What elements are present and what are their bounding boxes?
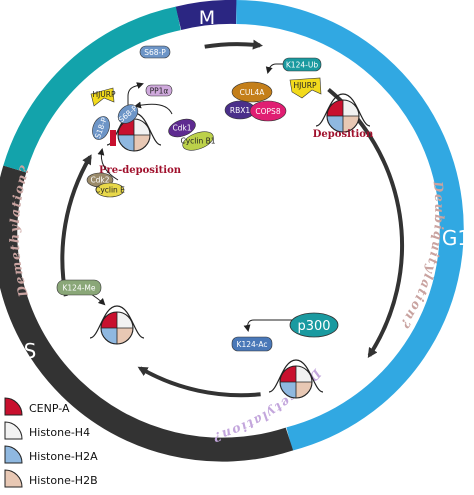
pp1a-label: PP1α [150, 87, 169, 96]
s68p-left-badge [117, 104, 139, 124]
hjurp-left-shape [90, 87, 115, 107]
p300-badge [289, 312, 339, 338]
cops8-badge [249, 100, 287, 122]
phase-segment-g1 [236, 0, 464, 451]
cell-cycle-ring [0, 0, 464, 462]
k124-ac-label: K124-Ac [237, 340, 268, 349]
cdk1-arrow [134, 101, 173, 115]
hjurp-right-label: HJURP [293, 81, 317, 90]
arrow-g2-to-deposition [204, 39, 263, 50]
methylation-complex: K124-Me [56, 279, 145, 345]
stage-label-pre-deposition: Pre-deposition [99, 165, 182, 176]
k124-me-label: K124-Me [62, 284, 95, 293]
stage-label-deposition: Deposition [313, 129, 374, 140]
legend-label: CENP-A [29, 402, 70, 415]
acetylation-arrow [243, 319, 294, 332]
pre-deposition-complex: Pre-deposition S68-P PP1α HJURP S68-P S1… [86, 45, 216, 198]
phase-segment-m [175, 0, 237, 31]
methylated-nucleosome-icon [89, 305, 145, 345]
cdk1-label: Cdk1 [172, 124, 191, 133]
phase-segment-g2 [3, 6, 181, 173]
phospho-arrow [127, 82, 144, 108]
rbx1-label: RBX1 [230, 106, 250, 115]
s68p-top-badge [139, 45, 171, 59]
phase-label-m: M [199, 7, 215, 29]
legend-swatch [4, 397, 23, 416]
k124-ub-badge [282, 57, 322, 72]
cdk2-label: Cdk2 [90, 176, 109, 185]
cenp-a-mark [110, 130, 116, 146]
cul4a-badge [231, 81, 273, 103]
legend-label: Histone-H4 [29, 426, 90, 439]
cdk1-badge [168, 118, 196, 138]
arrow-demethylation [60, 154, 92, 297]
p300-label: p300 [297, 319, 330, 334]
legend-label: Histone-H2B [29, 474, 98, 487]
deposition-complex: Deposition K124-Ub CUL4A RBX1 COPS8 HJUR… [224, 57, 374, 140]
ubiquitylation-arrow [265, 63, 283, 74]
hjurp-right-shape [289, 77, 322, 99]
k124-ac-badge [231, 336, 273, 352]
s68p-top-label: S68-P [144, 48, 166, 57]
legend-label: Histone-H2A [29, 450, 98, 463]
phase-label-g2: G2 [8, 65, 36, 89]
phase-segment-s [0, 165, 294, 462]
phase-label-s: S [24, 339, 37, 363]
cdk2-arrow [97, 148, 119, 181]
cyclin-b1-label: Cyclin B1 [180, 137, 215, 146]
cops8-label: COPS8 [255, 107, 280, 116]
legend-swatch [4, 469, 23, 488]
k124-ub-label: K124-Ub [286, 61, 318, 70]
cyclin-e-label: Cyclin E [95, 186, 125, 195]
acetylation-complex: p300 K124-Ac [231, 312, 339, 399]
cyclin-e-badge [95, 182, 125, 198]
hjurp-left-label: HJURP [92, 90, 116, 99]
legend-swatch [4, 421, 23, 440]
s18p-badge [92, 116, 110, 140]
pp1a-badge [145, 84, 173, 97]
arrow-deacetylation [137, 366, 261, 398]
k124-me-badge [56, 279, 102, 296]
legend-swatch [4, 445, 23, 464]
cyclin-b1-badge [182, 131, 214, 151]
phase-label-g1: G1 [442, 226, 470, 250]
cul4a-label: CUL4A [240, 88, 266, 97]
